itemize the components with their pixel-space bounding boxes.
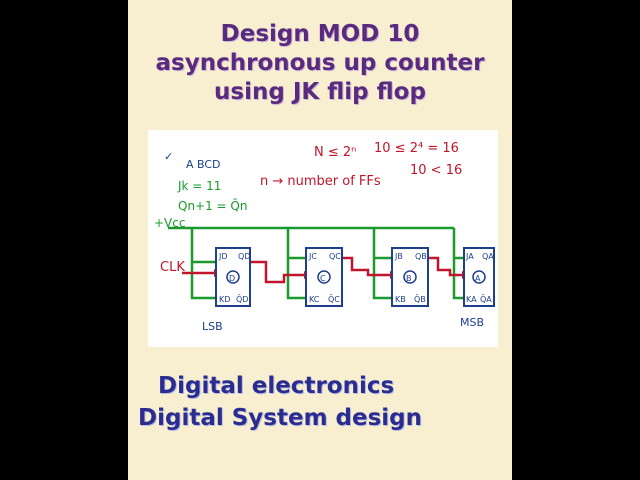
note-vcc: +Vcc bbox=[154, 216, 185, 230]
note-jk: Jk = 11 bbox=[177, 179, 221, 193]
flip-flop-c: JC KC QC Q̄C C bbox=[305, 247, 343, 307]
vcc-to-ff-a bbox=[452, 228, 464, 300]
footer-line-2: Digital System design bbox=[138, 405, 423, 431]
label-lsb: LSB bbox=[202, 320, 223, 333]
ff-name: D bbox=[229, 274, 235, 283]
title-line-2: asynchronous up counter bbox=[155, 50, 485, 76]
vcc-to-ff-d bbox=[190, 228, 216, 300]
video-frame: Design MOD 10 asynchronous up counter us… bbox=[128, 0, 512, 480]
footer-line-1: Digital electronics bbox=[158, 373, 395, 399]
pin-q: QA bbox=[482, 252, 494, 261]
pin-k: KD bbox=[219, 295, 230, 304]
pin-qbar: Q̄D bbox=[236, 294, 248, 304]
ff-name: A bbox=[475, 274, 481, 283]
pin-k: KB bbox=[395, 295, 406, 304]
pin-j: JD bbox=[218, 252, 228, 261]
pin-qbar: Q̄B bbox=[414, 294, 426, 304]
pin-qbar: Q̄A bbox=[480, 294, 492, 304]
whiteboard: ✓ A BCD Jk = 11 Qn+1 = Q̄n +Vcc N ≤ 2ⁿ n… bbox=[148, 130, 498, 347]
clock-chain bbox=[182, 256, 464, 284]
note-toggle: Qn+1 = Q̄n bbox=[178, 199, 247, 213]
video-footer: Digital electronics Digital System desig… bbox=[138, 370, 508, 434]
pin-j: JB bbox=[394, 252, 403, 261]
vcc-to-ff-c bbox=[286, 228, 306, 300]
bcd-checkmark-icon: ✓ bbox=[164, 150, 173, 163]
qb-to-ff-a bbox=[428, 256, 464, 277]
note-n-def: n → number of FFs bbox=[260, 174, 381, 189]
note-check: 10 < 16 bbox=[410, 163, 462, 178]
pin-q: QD bbox=[238, 252, 250, 261]
qc-to-ff-b bbox=[342, 256, 392, 277]
ff-name: C bbox=[320, 274, 326, 283]
note-condition: N ≤ 2ⁿ bbox=[314, 145, 356, 160]
pin-k: KA bbox=[466, 295, 477, 304]
ff-name: B bbox=[406, 274, 412, 283]
flip-flop-b: JB KB QB Q̄B B bbox=[391, 247, 429, 307]
note-power-step: 10 ≤ 2⁴ = 16 bbox=[374, 141, 459, 156]
vcc-wiring bbox=[168, 226, 464, 300]
flip-flop-a: JA KA QA Q̄A A bbox=[463, 247, 495, 307]
counter-diagram: ✓ A BCD Jk = 11 Qn+1 = Q̄n +Vcc N ≤ 2ⁿ n… bbox=[154, 141, 495, 333]
pin-j: JC bbox=[308, 252, 317, 261]
label-clk: CLK bbox=[160, 260, 185, 275]
pin-q: QB bbox=[415, 252, 427, 261]
pin-qbar: Q̄C bbox=[328, 294, 340, 304]
flip-flop-d: JD KD QD Q̄D D bbox=[215, 247, 251, 307]
label-msb: MSB bbox=[460, 316, 484, 329]
note-outputs: A BCD bbox=[186, 158, 221, 171]
vcc-to-ff-b bbox=[372, 228, 392, 300]
qd-to-ff-c bbox=[250, 260, 306, 284]
pin-k: KC bbox=[309, 295, 320, 304]
title-line-3: using JK flip flop bbox=[214, 79, 426, 105]
pin-j: JA bbox=[465, 252, 474, 261]
pin-q: QC bbox=[329, 252, 341, 261]
title-line-1: Design MOD 10 bbox=[220, 21, 420, 47]
video-title: Design MOD 10 asynchronous up counter us… bbox=[128, 20, 512, 107]
